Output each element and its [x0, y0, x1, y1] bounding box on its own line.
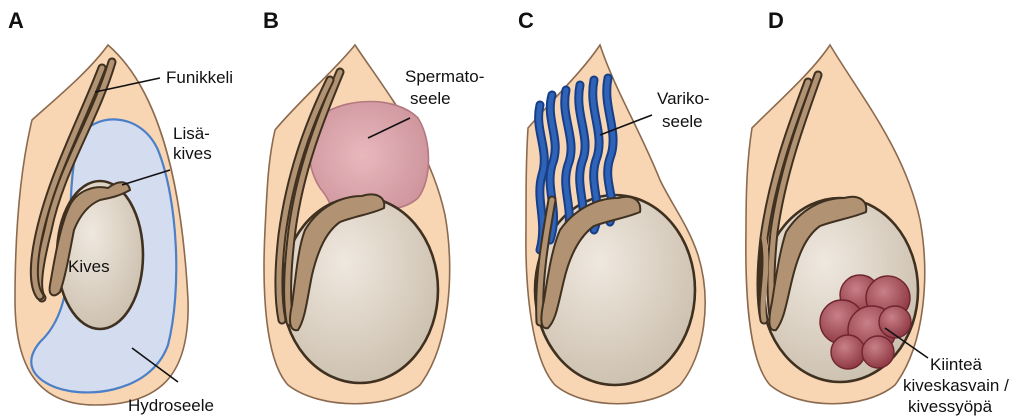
label-tumor-1: Kiinteä	[930, 355, 983, 374]
panel-a: A Funikkeli Lisä- kives Kives Hydroseele	[8, 8, 233, 415]
label-spermatoseele-1: Spermato-	[405, 67, 484, 86]
panel-letter-b: B	[263, 8, 279, 33]
label-varikoseele-2: seele	[662, 112, 703, 131]
label-funikkeli: Funikkeli	[166, 68, 233, 87]
panel-c: C Variko- seele	[518, 8, 710, 404]
label-varikoseele-1: Variko-	[657, 89, 710, 108]
label-lisakives-2: kives	[173, 144, 212, 163]
panel-letter-d: D	[768, 8, 784, 33]
panel-b: B Spermato- seele	[263, 8, 484, 404]
panel-letter-a: A	[8, 8, 24, 33]
label-kives: Kives	[68, 257, 110, 276]
label-tumor-2: kiveskasvain /	[903, 376, 1009, 395]
label-tumor-3: kivessyöpä	[908, 397, 993, 416]
label-spermatoseele-2: seele	[410, 89, 451, 108]
panel-d: D Kiinteä kiveskasvain / kivessyöpä	[746, 8, 1009, 416]
label-hydroseele: Hydroseele	[128, 396, 214, 415]
label-lisakives-1: Lisä-	[173, 124, 210, 143]
panel-letter-c: C	[518, 8, 534, 33]
